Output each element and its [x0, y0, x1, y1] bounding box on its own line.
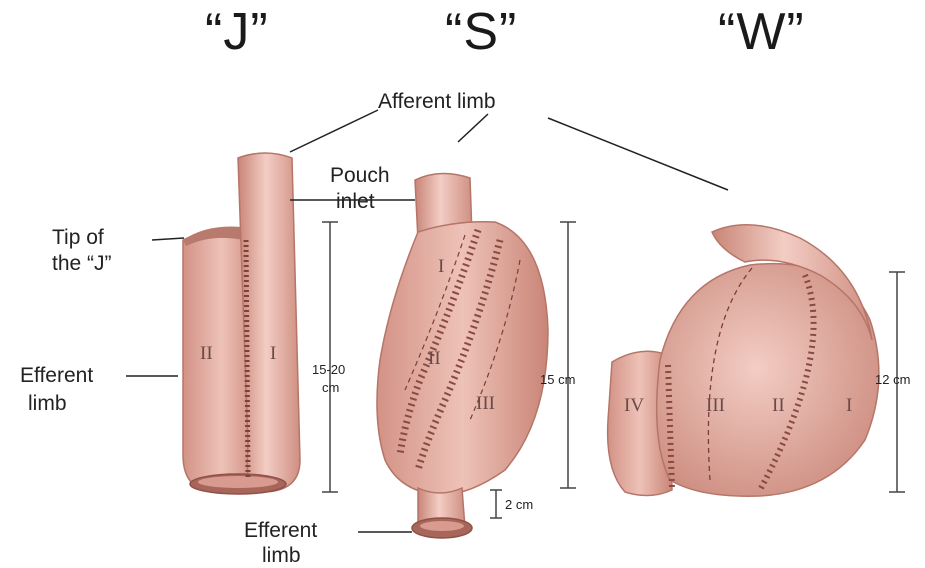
segment-w-ii: II: [772, 395, 785, 417]
s-body: [377, 222, 548, 495]
segment-w-i: I: [846, 395, 852, 417]
label-afferent-limb: Afferent limb: [378, 90, 496, 114]
label-efferent-bottom-1: Efferent: [244, 519, 317, 543]
leader-afferent-s: [458, 114, 488, 142]
j-length-bracket: [322, 222, 338, 492]
s-outlet-bracket: [490, 490, 502, 518]
segment-s-iii: III: [476, 393, 495, 415]
segment-w-iv: IV: [624, 395, 644, 417]
label-tip-2: the “J”: [52, 252, 112, 276]
label-tip-1: Tip of: [52, 226, 104, 250]
w-body: [657, 264, 879, 497]
leader-tip: [152, 238, 184, 240]
label-efferent-left-1: Efferent: [20, 364, 93, 388]
segment-j-ii: II: [200, 343, 213, 365]
segment-s-i: I: [438, 256, 444, 278]
leader-afferent-j: [290, 110, 378, 152]
measure-s: 15 cm: [540, 372, 575, 387]
leader-afferent-w: [548, 118, 728, 190]
segment-w-iii: III: [706, 395, 725, 417]
segment-j-i: I: [270, 343, 276, 365]
title-s: “S”: [445, 2, 517, 62]
w-pouch: [608, 225, 879, 496]
j-pouch: [183, 153, 300, 494]
label-efferent-bottom-2: limb: [262, 544, 301, 568]
label-pouch-inlet-2: inlet: [336, 190, 375, 214]
title-j: “J”: [205, 2, 269, 62]
measure-j-1: 15-20: [312, 362, 345, 377]
segment-s-ii: II: [428, 348, 441, 370]
measure-s-outlet: 2 cm: [505, 497, 533, 512]
label-pouch-inlet-1: Pouch: [330, 164, 390, 188]
s-pouch: [377, 173, 548, 538]
s-length-bracket: [560, 222, 576, 488]
label-efferent-left-2: limb: [28, 392, 67, 416]
title-w: “W”: [718, 2, 805, 62]
measure-w: 12 cm: [875, 372, 910, 387]
measure-j-2: cm: [322, 380, 339, 395]
